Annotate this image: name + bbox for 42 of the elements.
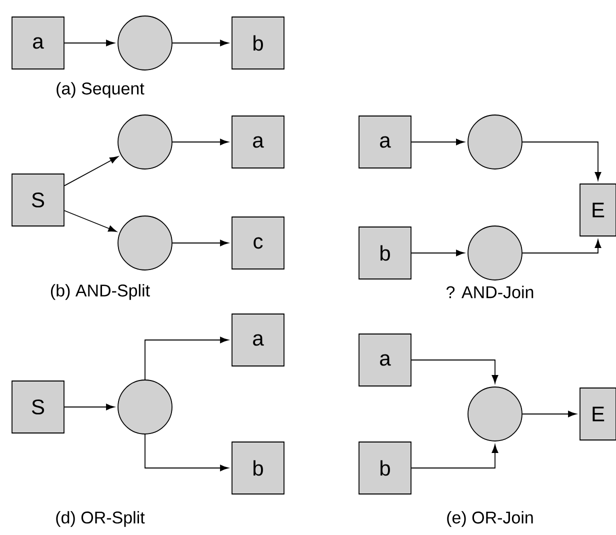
task-box: a <box>232 314 284 366</box>
arrow <box>522 239 602 254</box>
arrow <box>64 156 118 186</box>
arrow <box>411 138 465 146</box>
event-circle <box>468 226 522 280</box>
task-box: a <box>358 116 412 168</box>
caption: (b) AND-Split <box>51 284 150 300</box>
arrow <box>64 210 117 232</box>
arrow <box>64 404 115 410</box>
arrow <box>172 240 229 246</box>
arrow <box>144 336 229 380</box>
event-circle <box>118 380 172 434</box>
arrow <box>522 142 602 181</box>
arrow <box>411 360 498 384</box>
arrow <box>522 410 577 418</box>
arrow <box>411 250 465 256</box>
event-circle <box>468 386 522 442</box>
caption: (d) OR-Split <box>56 511 145 527</box>
arrow <box>64 40 115 46</box>
caption: (e) OR-Join <box>447 511 533 527</box>
arrow <box>144 434 229 472</box>
task-box: a <box>12 16 64 70</box>
task-box: E <box>580 388 616 440</box>
task-box: E <box>580 184 616 236</box>
arrow <box>411 444 498 468</box>
event-circle <box>118 114 172 170</box>
task-box: S <box>12 380 64 434</box>
arrow <box>172 40 229 46</box>
task-box: a <box>358 334 412 386</box>
event-circle <box>118 216 172 270</box>
task-box: b <box>232 442 284 494</box>
task-box: c <box>232 216 284 270</box>
task-box: S <box>12 174 64 226</box>
event-circle <box>118 16 172 70</box>
task-box: b <box>358 226 412 280</box>
caption: (a) Sequent <box>56 82 144 98</box>
task-box: b <box>232 16 284 70</box>
caption: ? AND-Join <box>446 286 534 298</box>
task-box: a <box>232 116 284 168</box>
arrow <box>172 138 229 146</box>
event-circle <box>468 114 522 170</box>
task-box: b <box>358 442 412 494</box>
